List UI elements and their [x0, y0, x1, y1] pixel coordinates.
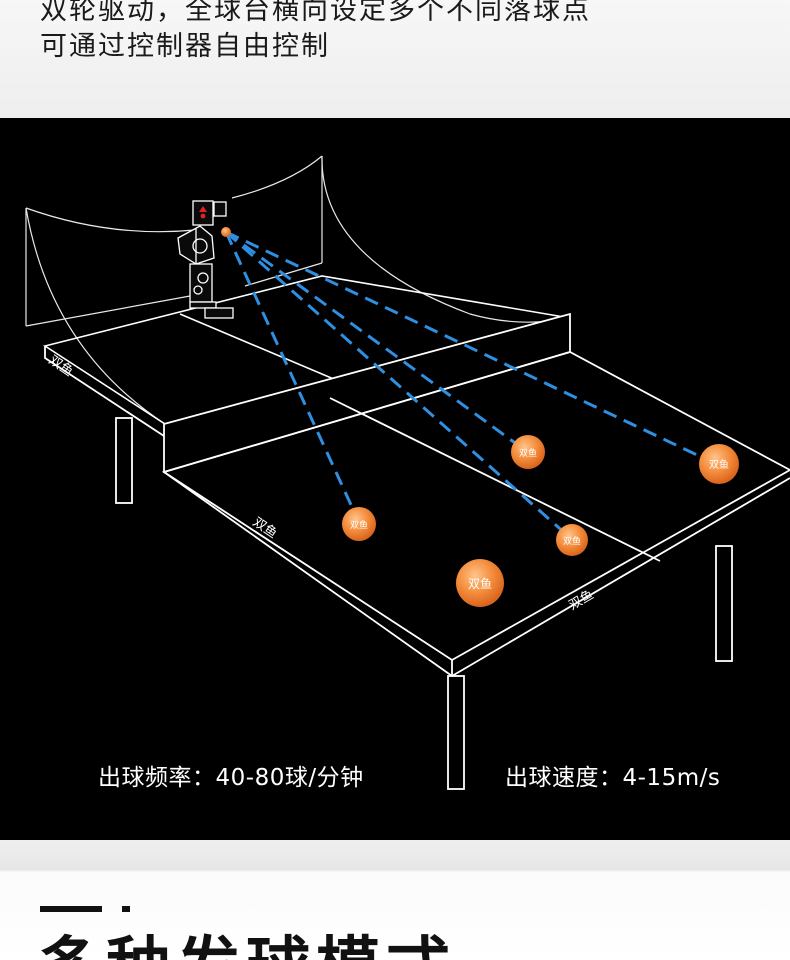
table-diagram: 双鱼 双鱼 双鱼	[0, 118, 790, 840]
ball-2-logo: 双鱼	[519, 447, 537, 459]
launch-ball	[221, 227, 231, 237]
section-heading: 多种发球模式	[36, 916, 456, 960]
ball-trajectories	[224, 230, 715, 537]
landing-balls: 双鱼 双鱼 双鱼 双鱼 双鱼	[342, 435, 739, 607]
speed-spec: 出球速度：4-15m/s	[505, 765, 721, 791]
trajectory-2	[225, 230, 523, 450]
robot-logo-icon	[199, 206, 207, 219]
table-net	[163, 312, 571, 474]
ball-4-logo: 双鱼	[709, 458, 729, 471]
frequency-spec: 出球频率：40-80球/分钟	[98, 765, 364, 791]
heading-accent-dot	[122, 906, 130, 912]
ball-4: 双鱼	[699, 444, 739, 484]
section-header: 多种发球模式	[0, 840, 790, 960]
table-brand-right: 双鱼	[566, 587, 597, 614]
heading-accent-bar	[40, 906, 102, 912]
description-line-2: 可通过控制器自由控制	[40, 31, 330, 62]
ball-2: 双鱼	[511, 435, 545, 469]
trajectory-1	[224, 231, 359, 519]
trajectory-4	[225, 230, 715, 465]
ball-3-logo: 双鱼	[563, 535, 581, 547]
ball-5: 双鱼	[456, 559, 504, 607]
ball-1: 双鱼	[342, 507, 376, 541]
ball-robot	[177, 200, 234, 319]
description-banner: 双轮驱动，全球台横向设定多个不同落球点 可通过控制器自由控制	[0, 0, 790, 118]
description-line-1: 双轮驱动，全球台横向设定多个不同落球点	[40, 0, 591, 26]
table-near-half	[44, 346, 790, 677]
table-legs	[115, 417, 733, 790]
table-illustration: 双鱼 双鱼 双鱼	[25, 155, 790, 790]
ball-1-logo: 双鱼	[350, 519, 368, 531]
ball-5-logo: 双鱼	[468, 577, 492, 591]
ball-3: 双鱼	[556, 524, 588, 556]
trajectory-3	[225, 230, 568, 537]
catch-net	[25, 155, 571, 425]
